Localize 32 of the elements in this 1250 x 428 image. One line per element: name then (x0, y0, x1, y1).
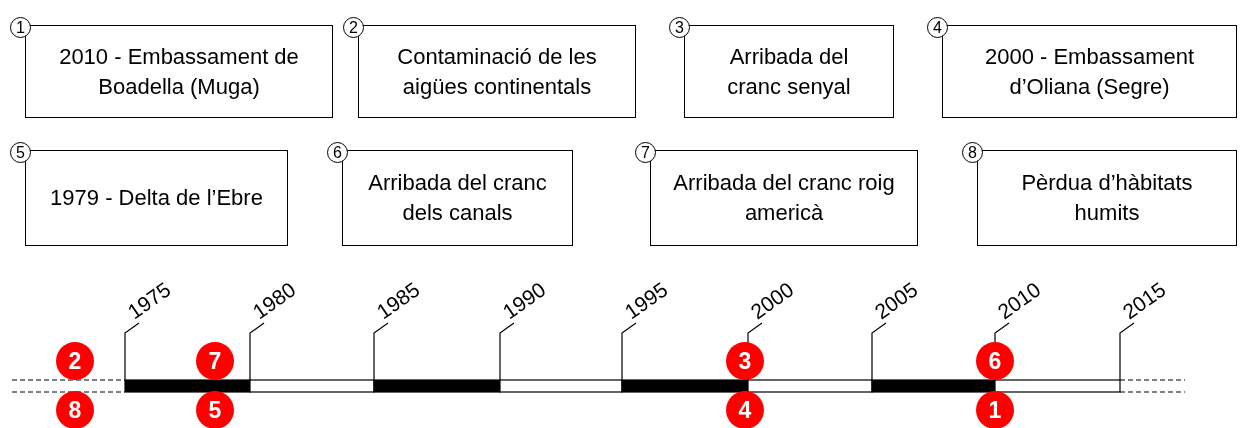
event-marker: 2 (56, 342, 94, 380)
box-text: 2010 - Embassament de Boadella (Muga) (58, 42, 300, 101)
event-marker: 6 (976, 342, 1014, 380)
callout-number: 2 (343, 17, 364, 38)
callout-number: 7 (635, 142, 656, 163)
callout-number: 6 (327, 142, 348, 163)
event-marker: 3 (726, 342, 764, 380)
callout-number: 4 (927, 17, 948, 38)
box-text: 1979 - Delta de l’Ebre (49, 184, 264, 213)
text-box (358, 25, 636, 118)
box-text: Arribada del cranc senyal (726, 42, 852, 101)
text-box (942, 25, 1237, 118)
box-text: 2000 - Embassament d’Oliana (Segre) (983, 42, 1196, 101)
box-text: Arribada del cranc dels canals (367, 169, 548, 227)
callout-number: 5 (10, 142, 31, 163)
text-box (25, 25, 333, 118)
callout-number: 1 (10, 17, 31, 38)
box-text: Pèrdua d’hàbitats humits (1020, 169, 1194, 227)
box-text: Arribada del cranc roig americà (672, 169, 896, 227)
text-box (25, 150, 288, 246)
event-marker: 8 (56, 391, 94, 428)
text-box (977, 150, 1237, 246)
text-box (650, 150, 918, 246)
text-box (684, 25, 894, 118)
text-box (342, 150, 573, 246)
callout-number: 3 (669, 17, 690, 38)
event-marker: 4 (726, 391, 764, 428)
event-marker: 7 (196, 342, 234, 380)
event-marker: 1 (976, 391, 1014, 428)
box-text: Contaminació de les aigües continentals (396, 42, 598, 101)
event-marker: 5 (196, 391, 234, 428)
callout-number: 8 (962, 142, 983, 163)
